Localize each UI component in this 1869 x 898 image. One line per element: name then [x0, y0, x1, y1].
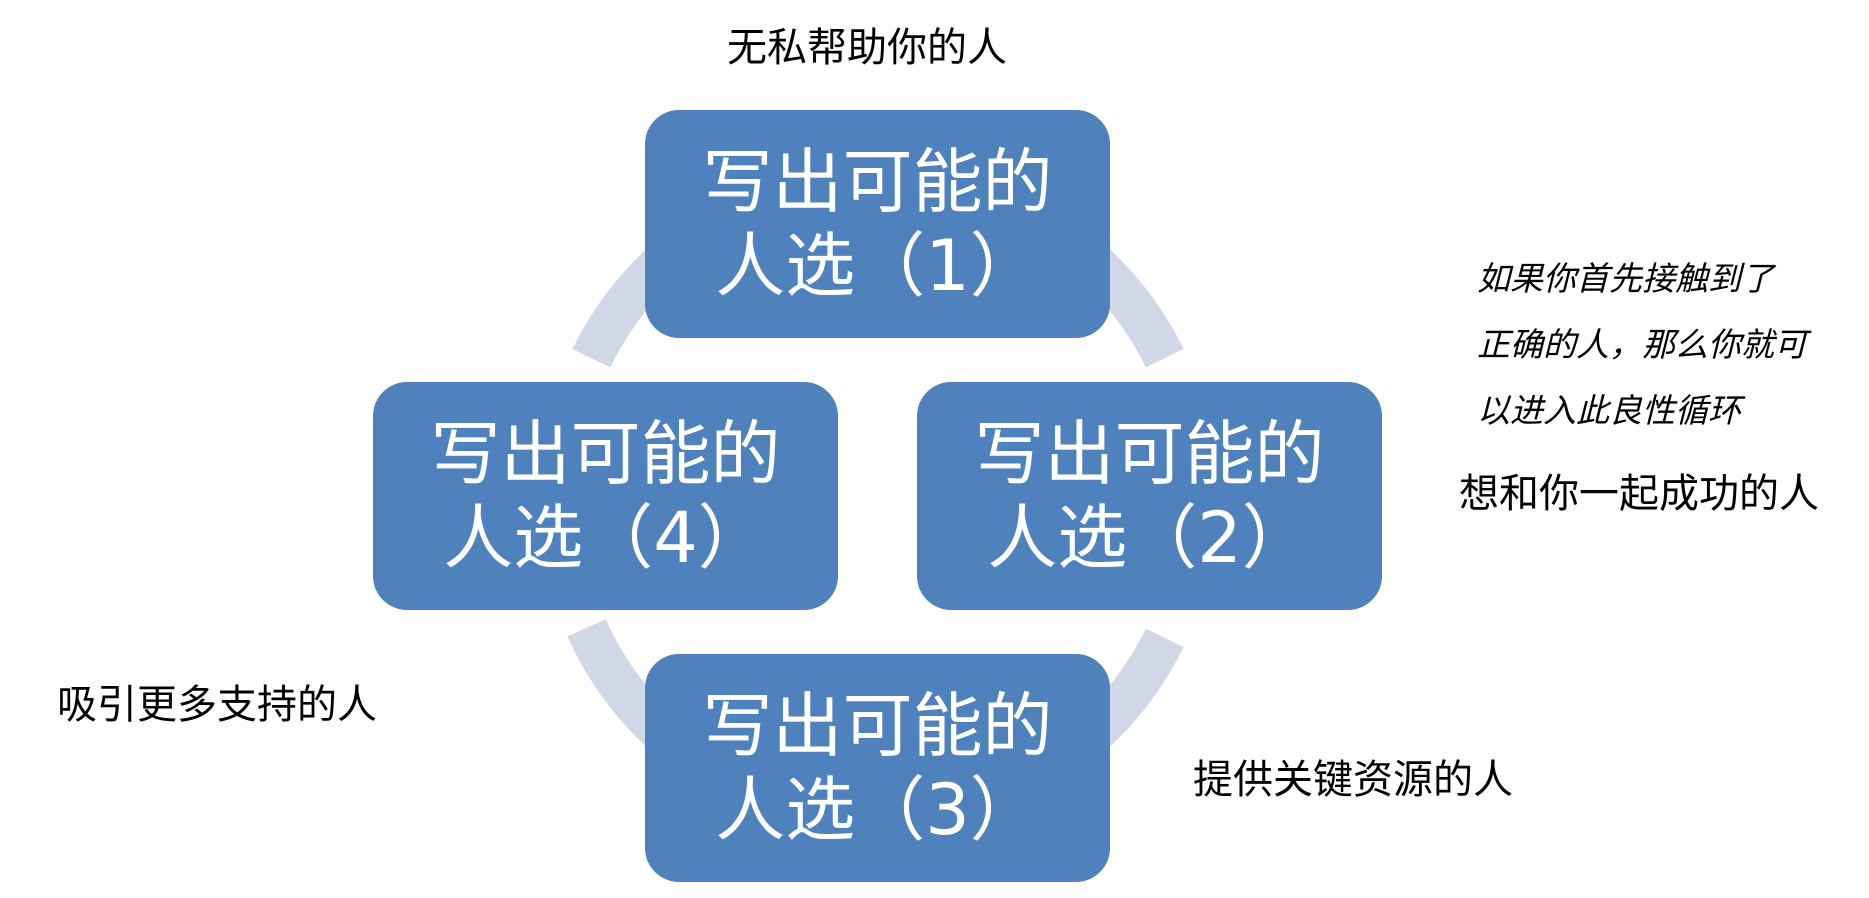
node-2-line2: 人选（2） — [987, 497, 1312, 579]
cycle-note: 如果你首先接触到了 正确的人，那么你就可 以进入此良性循环 — [1477, 246, 1807, 444]
node-4-line1: 写出可能的 — [430, 413, 781, 495]
node-3-line2: 人选（3） — [715, 769, 1040, 851]
node-2: 写出可能的 人选（2） — [917, 382, 1382, 610]
cycle-note-line-2: 正确的人，那么你就可 — [1477, 325, 1807, 364]
node-3: 写出可能的 人选（3） — [645, 654, 1110, 882]
label-bottom-right: 提供关键资源的人 — [1193, 757, 1513, 803]
label-left: 吸引更多支持的人 — [57, 682, 377, 728]
label-top: 无私帮助你的人 — [727, 25, 1007, 71]
node-1-line2: 人选（1） — [715, 225, 1040, 307]
cycle-note-line-1: 如果你首先接触到了 — [1477, 259, 1774, 298]
cycle-note-line-3: 以进入此良性循环 — [1477, 391, 1741, 430]
node-1: 写出可能的 人选（1） — [645, 110, 1110, 338]
node-3-line1: 写出可能的 — [702, 685, 1053, 767]
label-right: 想和你一起成功的人 — [1459, 471, 1819, 517]
node-2-line1: 写出可能的 — [974, 413, 1325, 495]
node-4-line2: 人选（4） — [443, 497, 768, 579]
node-1-line1: 写出可能的 — [702, 141, 1053, 223]
node-4: 写出可能的 人选（4） — [373, 382, 838, 610]
